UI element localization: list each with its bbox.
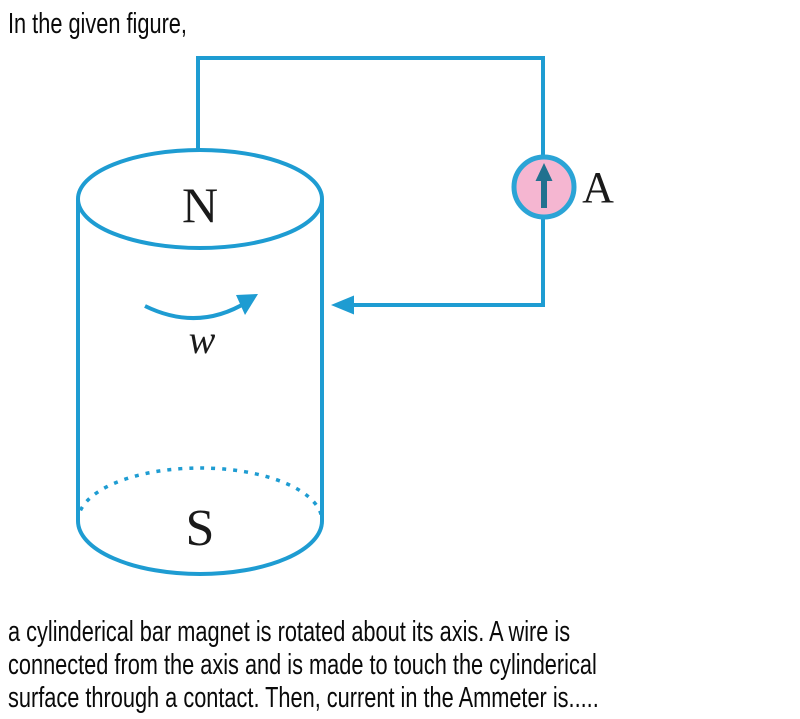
south-pole-label: S	[186, 500, 215, 557]
wire-axis-to-ammeter	[196, 56, 545, 157]
cylinder-bottom-front-edge	[76, 520, 324, 576]
question-text: a cylinderical bar magnet is rotated abo…	[8, 616, 796, 715]
rotation-arrow-arc	[144, 300, 249, 321]
contact-arrowhead-icon	[331, 295, 354, 315]
question-line-1: a cylinderical bar magnet is rotated abo…	[8, 616, 571, 648]
ammeter-needle-arrowhead-icon	[535, 163, 553, 181]
question-line-2: connected from the axis and is made to t…	[8, 649, 597, 681]
wire-ammeter-to-contact	[352, 217, 545, 307]
ammeter-label: A	[582, 163, 614, 212]
cylinder-top-face	[76, 148, 324, 250]
question-line-3: surface through a contact. Then, current…	[8, 682, 599, 714]
cylinder-bottom-back-edge	[76, 466, 324, 522]
rotation-arrowhead-icon	[236, 294, 258, 315]
angular-velocity-label: w	[189, 317, 216, 362]
north-pole-label: N	[182, 177, 218, 233]
intro-text: In the given figure,	[8, 8, 187, 40]
